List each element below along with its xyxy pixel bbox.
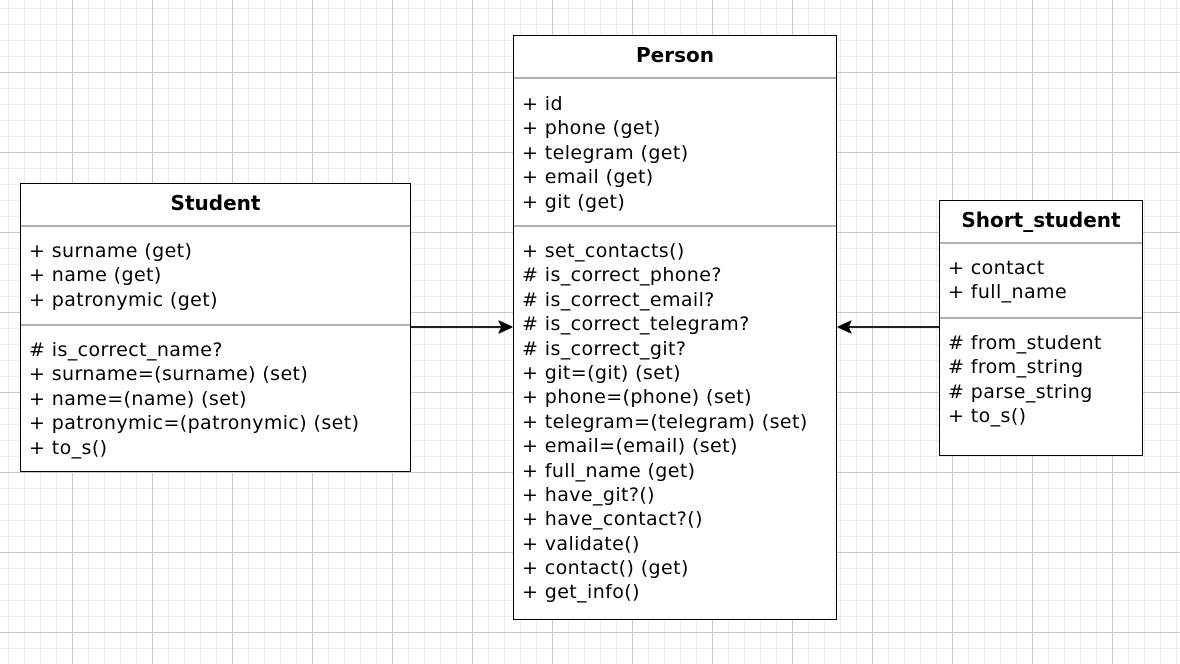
class-student-divider-1 — [21, 225, 410, 227]
member-method: + validate() — [522, 532, 640, 555]
member-method: + to_s() — [29, 436, 108, 459]
class-short-student-divider-2 — [940, 317, 1142, 319]
member-attribute: + git (get) — [522, 190, 626, 213]
class-short-student-methods: # from_student # from_string # parse_str… — [940, 319, 1142, 429]
member-method: # is_correct_email? — [522, 288, 715, 311]
member-method: + full_name (get) — [522, 459, 696, 482]
class-short-student-attributes: + contact + full_name — [940, 244, 1142, 317]
member-method: # is_correct_telegram? — [522, 313, 750, 336]
class-person-methods: + set_contacts() # is_correct_phone? # i… — [514, 227, 836, 605]
member-method: + name=(name) (set) — [29, 387, 247, 410]
relation-short-student-to-person[interactable] — [837, 320, 939, 334]
member-attribute: + full_name — [948, 281, 1068, 304]
arrow-head-icon — [498, 320, 513, 334]
class-person[interactable]: Person + id + phone (get) + telegram (ge… — [513, 35, 837, 620]
class-person-attributes: + id + phone (get) + telegram (get) + em… — [514, 79, 836, 225]
class-short-student-divider-1 — [940, 242, 1142, 244]
class-short-student[interactable]: Short_student + contact + full_name # fr… — [939, 200, 1143, 456]
member-method: + git=(git) (set) — [522, 361, 681, 384]
member-attribute: + email (get) — [522, 166, 654, 189]
class-person-title: Person — [636, 43, 714, 67]
member-method: # from_student — [948, 332, 1102, 354]
member-attribute: + telegram (get) — [522, 141, 689, 164]
member-method: # from_string — [948, 356, 1084, 379]
member-attribute: + id — [522, 93, 563, 115]
member-method: # is_correct_phone? — [522, 264, 722, 287]
member-method: + set_contacts() — [522, 240, 685, 262]
member-method: + to_s() — [948, 405, 1027, 428]
member-attribute: + patronymic (get) — [29, 288, 218, 311]
member-attribute: + surname (get) — [29, 240, 193, 262]
member-method: + contact() (get) — [522, 557, 689, 580]
class-person-divider-2 — [514, 225, 836, 227]
member-method: # is_correct_git? — [522, 337, 687, 360]
member-method: + email=(email) (set) — [522, 435, 738, 458]
member-attribute: + name (get) — [29, 264, 162, 287]
class-student-attributes: + surname (get) + name (get) + patronymi… — [21, 227, 410, 324]
member-method: + get_info() — [522, 581, 640, 604]
member-method: + patronymic=(patronymic) (set) — [29, 412, 360, 435]
member-method: + phone=(phone) (set) — [522, 386, 752, 409]
arrow-head-icon — [837, 320, 852, 334]
member-method: + surname=(surname) (set) — [29, 363, 309, 386]
member-method: + have_contact?() — [522, 508, 703, 531]
class-short-student-title: Short_student — [961, 208, 1121, 232]
member-method: + have_git?() — [522, 483, 655, 506]
member-method: # is_correct_name? — [29, 339, 223, 361]
class-student-title: Student — [170, 191, 261, 215]
relation-student-to-person[interactable] — [411, 320, 513, 334]
class-student-methods: # is_correct_name? + surname=(surname) (… — [21, 326, 410, 460]
member-method: + telegram=(telegram) (set) — [522, 410, 808, 433]
class-student[interactable]: Student + surname (get) + name (get) + p… — [20, 183, 411, 472]
member-attribute: + contact — [948, 257, 1045, 279]
class-student-divider-2 — [21, 324, 410, 326]
class-person-divider-1 — [514, 77, 836, 79]
member-method: # parse_string — [948, 380, 1093, 403]
member-attribute: + phone (get) — [522, 117, 661, 140]
